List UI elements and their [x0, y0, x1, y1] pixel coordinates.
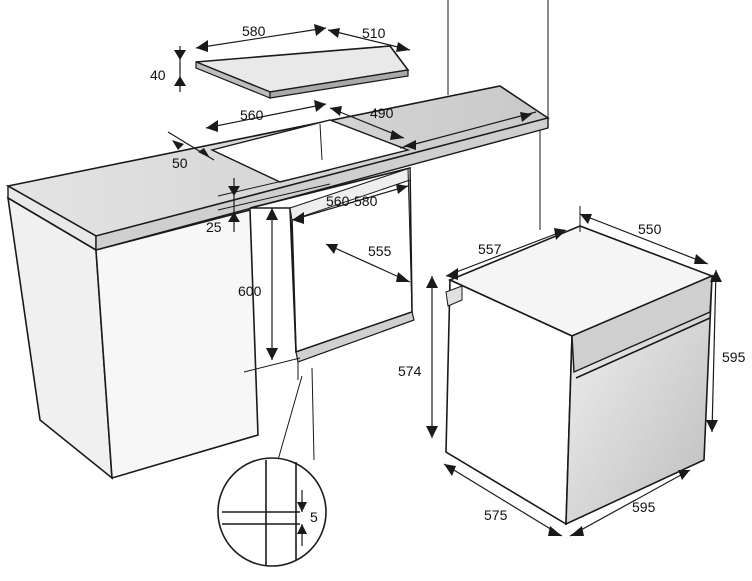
dim-hob-height: 40	[150, 67, 166, 83]
dimension-labels: 580 510 40 560 490 50 25 560-580 555 600…	[150, 23, 746, 525]
dim-oven-depth-top: 557	[478, 241, 502, 257]
detail-callout	[217, 367, 327, 567]
dim-oven-height-back: 574	[398, 363, 422, 379]
dim-niche-depth: 555	[368, 243, 392, 259]
dimension-lines	[167, 24, 722, 537]
dim-counter-gap: 25	[206, 219, 222, 235]
dim-detail-gap: 5	[310, 509, 318, 525]
wall-lines	[447, 0, 549, 230]
kitchen-cabinet	[5, 85, 550, 480]
dim-oven-width-bottom: 575	[484, 507, 508, 523]
dim-cutout-width: 560	[240, 107, 264, 123]
dim-hob-depth: 510	[362, 25, 386, 41]
dim-niche-width: 560-580	[326, 193, 378, 209]
cabinet-front-panel	[95, 208, 259, 480]
oven-niche	[243, 166, 415, 380]
dim-oven-depth-side: 550	[638, 221, 662, 237]
dim-front-edge: 50	[172, 155, 188, 171]
worktop-side-edge	[95, 117, 549, 251]
dim-hob-width: 580	[242, 23, 266, 39]
oven-appliance	[445, 225, 715, 526]
dim-niche-height: 600	[238, 283, 262, 299]
dim-cutout-depth: 490	[370, 105, 394, 121]
oven-control-panel	[571, 274, 713, 374]
dim-oven-width-front: 595	[632, 499, 656, 515]
hob-appliance	[195, 45, 410, 99]
dim-oven-height-front: 595	[722, 349, 746, 365]
